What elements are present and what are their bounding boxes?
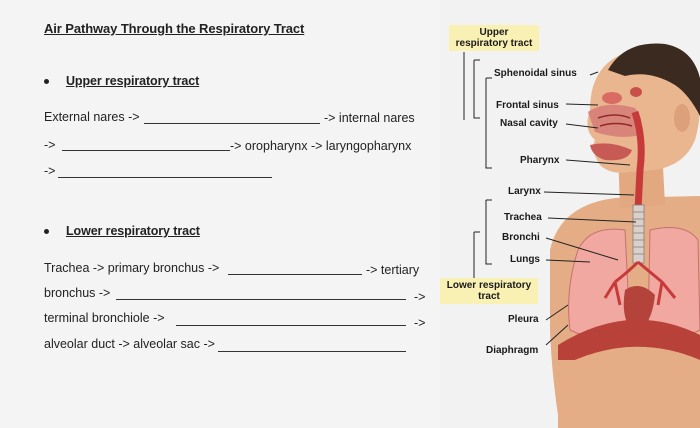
upper-line2-end: -> oropharynx -> laryngopharynx (230, 139, 412, 153)
bullet-lower (44, 229, 49, 234)
upper-line1-start: External nares -> (44, 110, 140, 124)
upper-line2-start: -> (44, 138, 56, 152)
label-diaphragm: Diaphragm (486, 345, 539, 356)
bullet-upper (44, 79, 49, 84)
worksheet: Air Pathway Through the Respiratory Trac… (44, 21, 426, 352)
lower-blank-2[interactable] (116, 299, 406, 300)
upper-line3-start: -> (44, 164, 56, 178)
label-nasal-cavity: Nasal cavity (500, 118, 558, 129)
lower-line1-end: -> tertiary (366, 263, 420, 277)
label-bronchi: Bronchi (502, 232, 540, 243)
lower-blank-4[interactable] (218, 351, 406, 352)
lower-blank-3[interactable] (176, 325, 406, 326)
upper-blank-3[interactable] (58, 177, 272, 178)
label-sphenoidal-sinus: Sphenoidal sinus (494, 68, 577, 79)
lower-tract-heading: Lower respiratory tract (66, 224, 200, 238)
label-larynx: Larynx (508, 186, 541, 197)
lower-line2-end: -> (414, 290, 426, 304)
lower-blank-1[interactable] (228, 274, 362, 275)
anatomy-illustration (463, 43, 700, 428)
lower-tract-group-label: Lower respiratory tract (440, 278, 538, 304)
upper-blank-1[interactable] (144, 123, 320, 124)
label-trachea: Trachea (504, 212, 542, 223)
upper-blank-2[interactable] (62, 150, 230, 151)
upper-line1-end: -> internal nares (324, 111, 415, 125)
label-lungs: Lungs (510, 254, 540, 265)
label-pharynx: Pharynx (520, 155, 560, 166)
lower-line1-start: Trachea -> primary bronchus -> (44, 261, 220, 275)
upper-tract-heading: Upper respiratory tract (66, 74, 200, 88)
label-pleura: Pleura (508, 314, 539, 325)
worksheet-title: Air Pathway Through the Respiratory Trac… (44, 21, 305, 36)
lower-line3-end: -> (414, 316, 426, 330)
lower-line3-start: terminal bronchiole -> (44, 311, 165, 325)
respiratory-diagram: Upper respiratory tract Lower respirator… (440, 0, 700, 428)
label-frontal-sinus: Frontal sinus (496, 100, 559, 111)
lower-line4-start: alveolar duct -> alveolar sac -> (44, 337, 215, 351)
lower-line2-start: bronchus -> (44, 286, 111, 300)
upper-tract-group-label: Upper respiratory tract (449, 25, 539, 51)
